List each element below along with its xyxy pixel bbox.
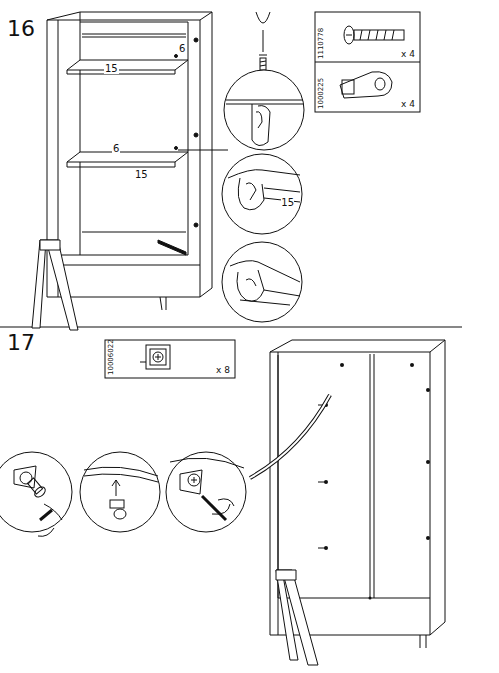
part-number: 1110778	[318, 28, 325, 59]
callout-number: 6	[112, 144, 120, 154]
part-icons-17	[105, 340, 235, 378]
cabinet-back	[270, 340, 445, 665]
detail-circle: 15	[222, 154, 302, 234]
cabinet-open	[32, 12, 228, 330]
part-icons	[315, 12, 420, 112]
step-number: 16	[6, 18, 36, 40]
part-box: 1000225 x 4	[315, 62, 420, 112]
callout-number: 15	[104, 64, 119, 74]
step-number: 17	[6, 332, 36, 354]
callout-number: 15	[281, 198, 294, 208]
detail-circles-17	[0, 452, 246, 536]
quantity: x 8	[216, 366, 230, 375]
part-number: 10006022	[108, 339, 115, 375]
part-box: 1110778 x 4	[315, 12, 420, 62]
quantity: x 4	[401, 50, 415, 59]
quantity: x 4	[401, 100, 415, 109]
part-number: 1000225	[318, 78, 325, 109]
detail-circles	[222, 70, 304, 322]
callout-number: 15	[134, 170, 149, 180]
callout-number: 6	[178, 44, 186, 54]
part-box: 10006022 x 8	[105, 340, 235, 378]
